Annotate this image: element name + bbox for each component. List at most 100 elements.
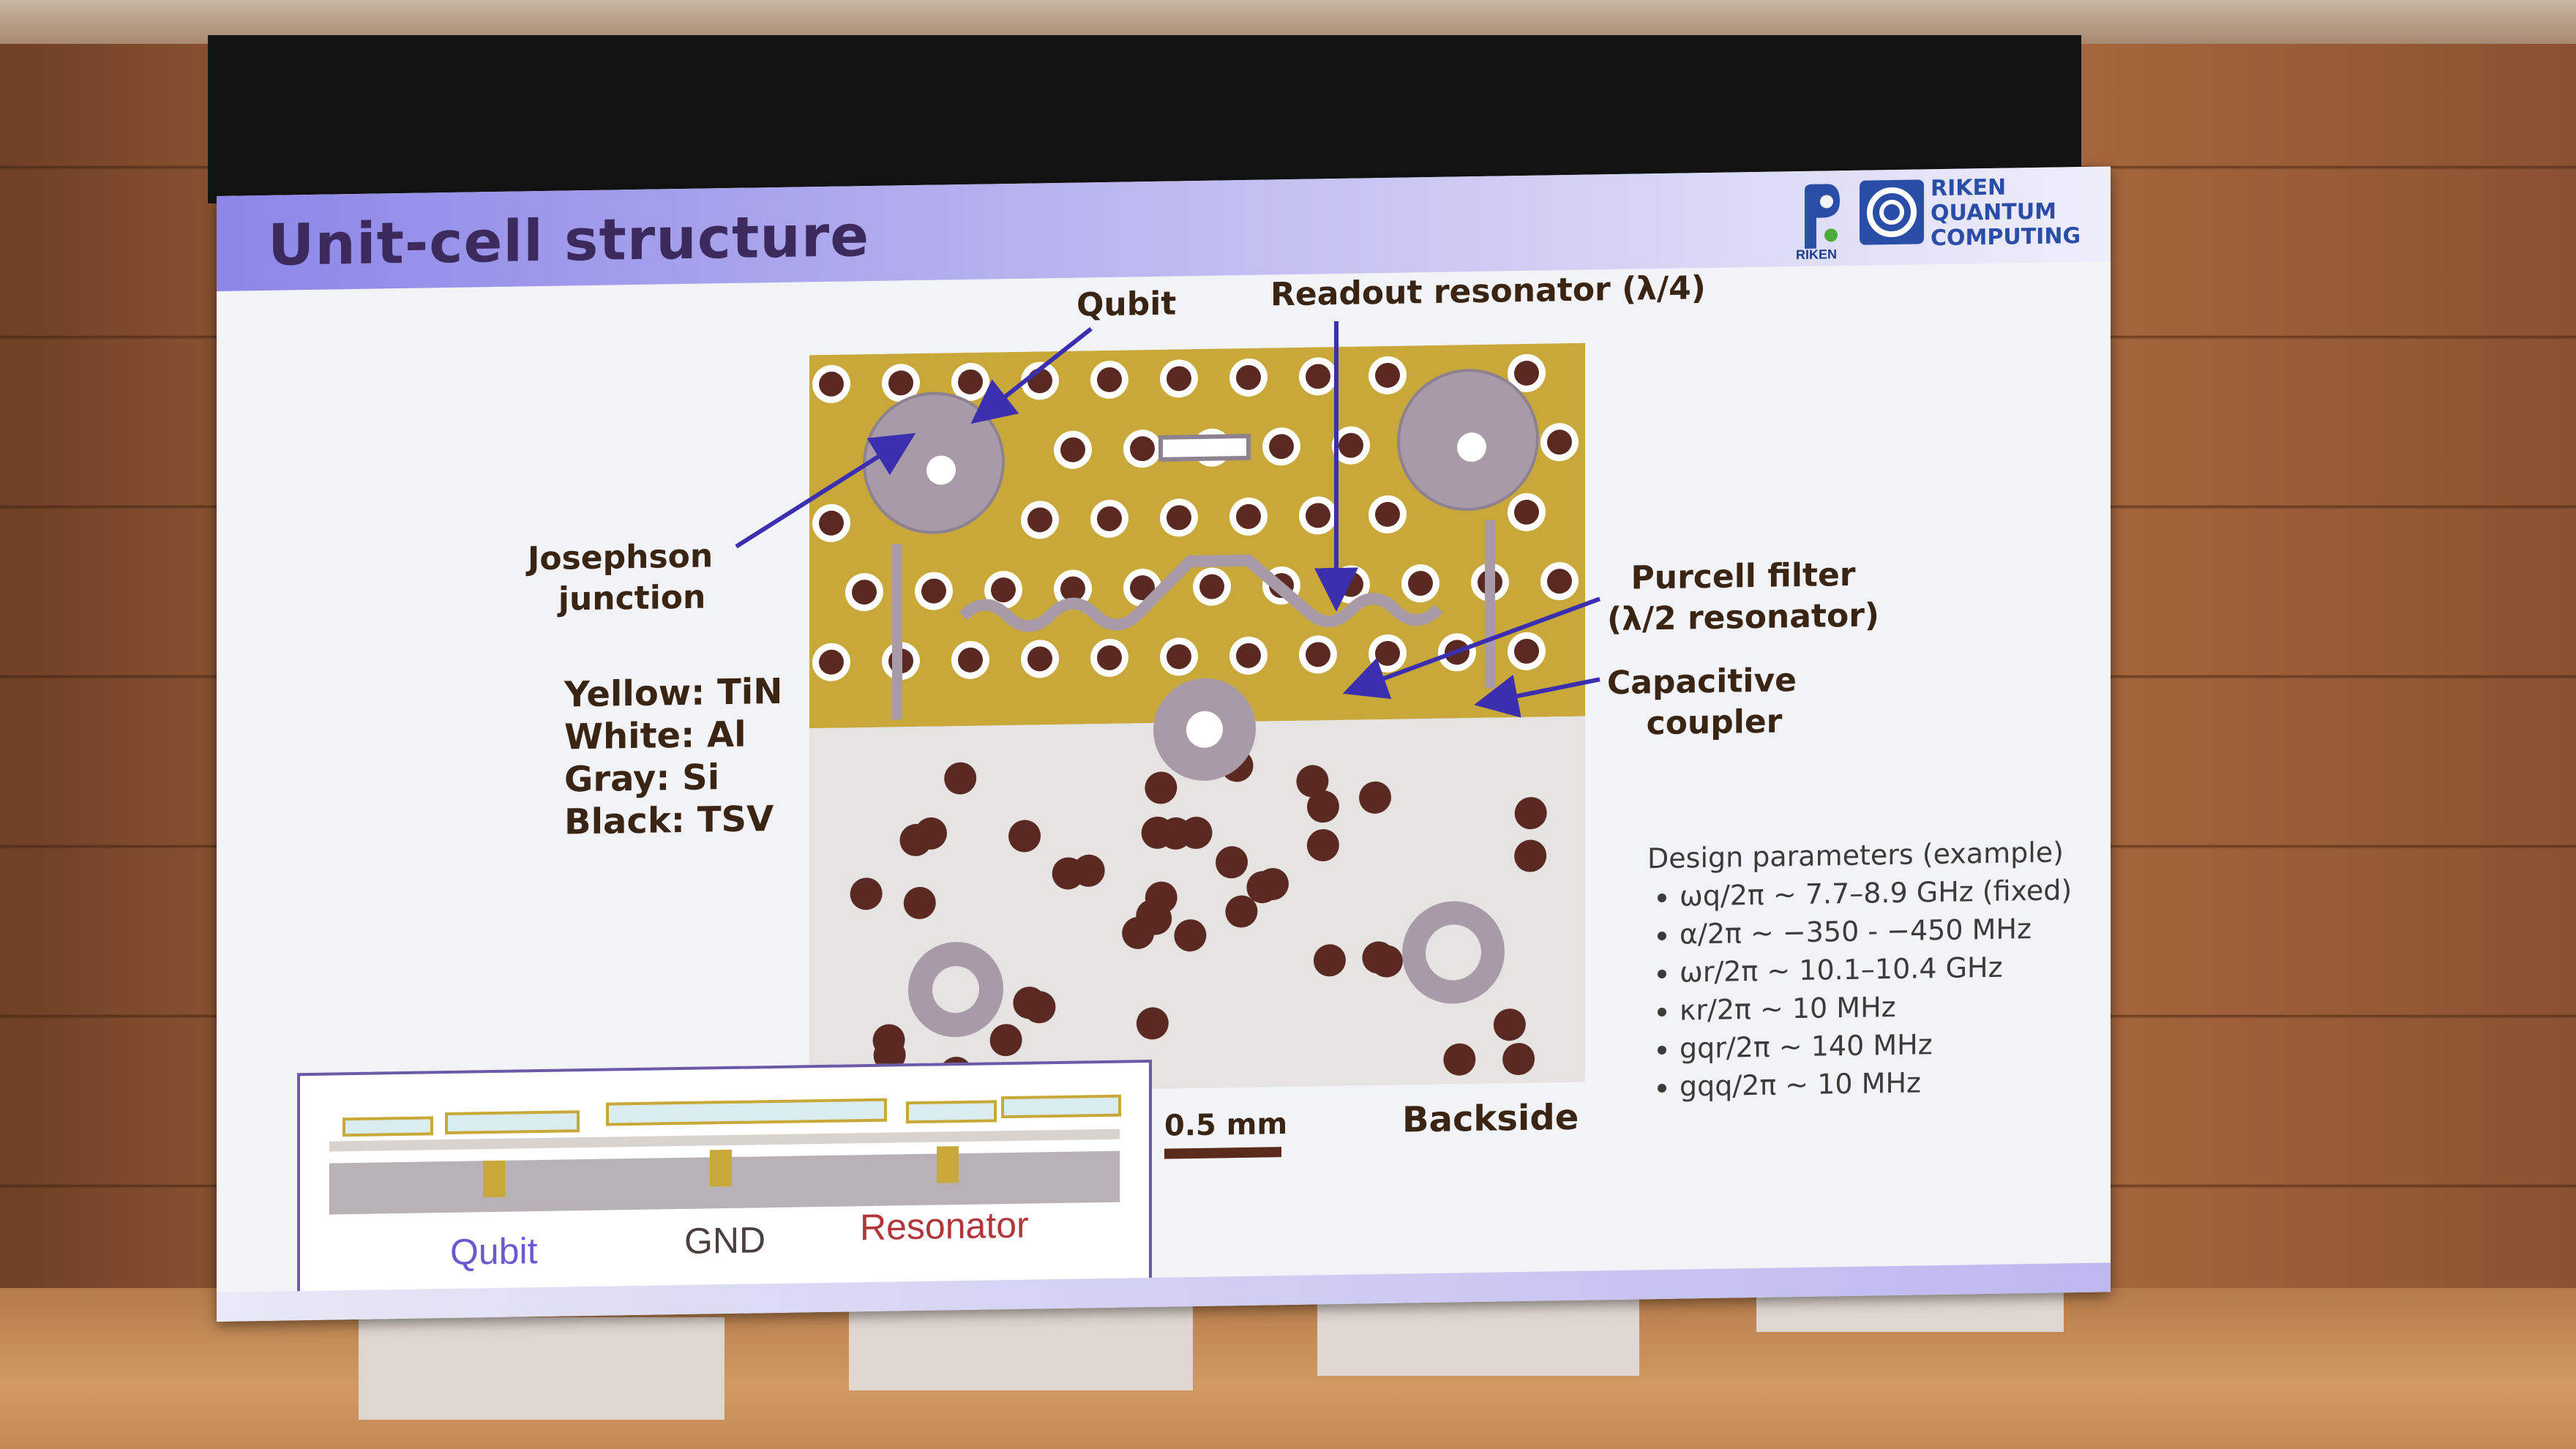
cross-section-diagram	[329, 1094, 1121, 1215]
tsv-hole-backside	[1216, 846, 1248, 879]
tsv-hole-backside	[1159, 817, 1192, 850]
cross-section-inset: Qubit GND Resonator	[297, 1059, 1152, 1299]
rqc-logo-line-1: RIKEN	[1931, 174, 2007, 202]
slide-title: Unit-cell structure	[268, 203, 870, 279]
tsv-hole-backside	[1174, 919, 1207, 952]
tsv-hole-backside	[1052, 857, 1085, 890]
tsv-hole-core	[1167, 366, 1191, 392]
tsv-hole-backside	[1136, 1007, 1169, 1040]
tsv-hole-core	[1236, 643, 1261, 668]
tsv-hole-core	[1547, 569, 1572, 594]
tsv-hole-backside	[989, 1024, 1022, 1057]
tsv-hole-core	[1097, 367, 1122, 392]
tsv-hole-core	[1306, 503, 1330, 528]
rqc-logo-text: RIKEN QUANTUM COMPUTING	[1931, 174, 2081, 252]
tsv-hole-backside	[1013, 986, 1046, 1019]
tsv-hole-core	[958, 647, 983, 673]
legend-black: Black: TSV	[564, 798, 774, 843]
tsv-hole-backside	[944, 762, 977, 795]
tsv-hole-core	[1027, 507, 1052, 533]
tsv-hole-core	[1097, 645, 1122, 670]
params-heading: Design parameters (example)	[1647, 836, 2064, 875]
tsv-hole-backside	[1362, 941, 1395, 974]
label-josephson-junction: Josephson junction	[528, 536, 713, 621]
tsv-hole-core	[1547, 430, 1572, 455]
qubit-junction-left	[926, 455, 956, 485]
tsv-hole-backside	[1296, 765, 1329, 798]
legend-yellow: Yellow: TiN	[564, 670, 783, 716]
rqc-logo-line-3: COMPUTING	[1931, 222, 2081, 252]
rqc-logo-icon	[1860, 179, 1924, 245]
tsv-hole-core	[1130, 436, 1155, 462]
qubit-junction-right	[1457, 433, 1486, 463]
tsv-hole-core	[1167, 644, 1191, 670]
label-qubit: Qubit	[1077, 285, 1177, 324]
chip-layout-image	[809, 342, 1585, 1095]
tsv-hole-core	[921, 578, 946, 604]
param-omega-r: ωr/2π ~ 10.1–10.4 GHz	[1680, 947, 2072, 991]
material-legend: Yellow: TiN White: Al Gray: Si Black: TS…	[564, 670, 782, 844]
tsv-hole-core	[1060, 437, 1085, 463]
tsv-hole-core	[1097, 506, 1122, 531]
tsv-hole-core	[1236, 503, 1261, 529]
param-g-qq: gqq/2π ~ 10 MHz	[1680, 1061, 2072, 1105]
label-purcell-filter: Purcell filter (λ/2 resonator)	[1607, 554, 1879, 640]
tsv-hole-backside	[1493, 1008, 1526, 1041]
legend-gray: Gray: Si	[564, 757, 720, 801]
tsv-hole-core	[1236, 364, 1261, 390]
tsv-hole-core	[991, 577, 1016, 603]
center-coupler	[1158, 433, 1251, 462]
tsv-hole-backside	[1306, 790, 1339, 823]
label-josephson-line-1: Josephson	[528, 537, 714, 578]
tsv-hole-core	[1408, 571, 1433, 596]
tsv-hole-core	[1199, 574, 1224, 599]
tsv-hole-core	[1514, 499, 1539, 525]
tsv-hole-core	[888, 370, 913, 396]
tsv-hole-core	[819, 371, 844, 397]
legend-white: White: Al	[564, 714, 746, 758]
riken-logo-text: RIKEN	[1796, 247, 1838, 263]
tsv-hole-backside	[1514, 839, 1547, 872]
tsv-hole-backside	[1443, 1043, 1476, 1076]
tsv-hole-core	[1338, 433, 1363, 458]
param-alpha: α/2π ~ −350 - −450 MHz	[1680, 909, 2072, 953]
cs-label-resonator: Resonator	[860, 1204, 1029, 1248]
riken-logo-icon	[1805, 184, 1840, 249]
tsv-hole-backside	[850, 877, 883, 910]
tsv-hole-core	[1027, 646, 1052, 672]
label-purcell-line-1: Purcell filter	[1630, 555, 1856, 597]
design-parameters: Design parameters (example) ωq/2π ~ 7.7–…	[1647, 833, 2072, 1106]
cs-label-gnd: GND	[684, 1219, 766, 1262]
label-capacitive-line-2: coupler	[1646, 703, 1783, 743]
label-josephson-line-2: junction	[558, 578, 706, 618]
tsv-hole-backside	[1359, 781, 1392, 814]
scale-bar	[1164, 1147, 1281, 1159]
tsv-hole-backside	[1256, 868, 1289, 901]
tsv-hole-core	[1514, 360, 1539, 386]
tsv-hole-core	[1375, 501, 1400, 527]
tsv-hole-backside	[903, 886, 936, 919]
tsv-hole-backside	[1306, 829, 1339, 862]
label-readout-resonator: Readout resonator (λ/4)	[1270, 269, 1706, 314]
presentation-slide: Unit-cell structure RIKEN RIKEN QUANTUM …	[217, 166, 2111, 1322]
label-backside: Backside	[1402, 1096, 1579, 1141]
param-kappa-r: κr/2π ~ 10 MHz	[1680, 985, 2072, 1029]
tsv-hole-backside	[1145, 881, 1177, 914]
scale-label: 0.5 mm	[1164, 1107, 1288, 1143]
tsv-hole-backside	[915, 817, 948, 850]
label-purcell-line-2: (λ/2 resonator)	[1607, 596, 1880, 639]
tsv-hole-backside	[1313, 944, 1346, 977]
tsv-hole-core	[819, 649, 844, 675]
tsv-hole-core	[1269, 434, 1294, 460]
tsv-hole-core	[1130, 575, 1155, 601]
tsv-hole-backside	[1502, 1043, 1535, 1076]
tsv-hole-core	[1375, 362, 1400, 388]
tsv-hole-backside	[1225, 895, 1258, 928]
tsv-hole-core	[1306, 364, 1330, 389]
tsv-hole-backside	[1145, 771, 1177, 804]
param-g-qr: gqr/2π ~ 140 MHz	[1680, 1023, 2072, 1067]
tsv-hole-backside	[1008, 820, 1041, 853]
tsv-hole-core	[1306, 642, 1330, 667]
cs-label-qubit: Qubit	[450, 1230, 538, 1273]
tsv-hole-core	[1167, 505, 1191, 531]
